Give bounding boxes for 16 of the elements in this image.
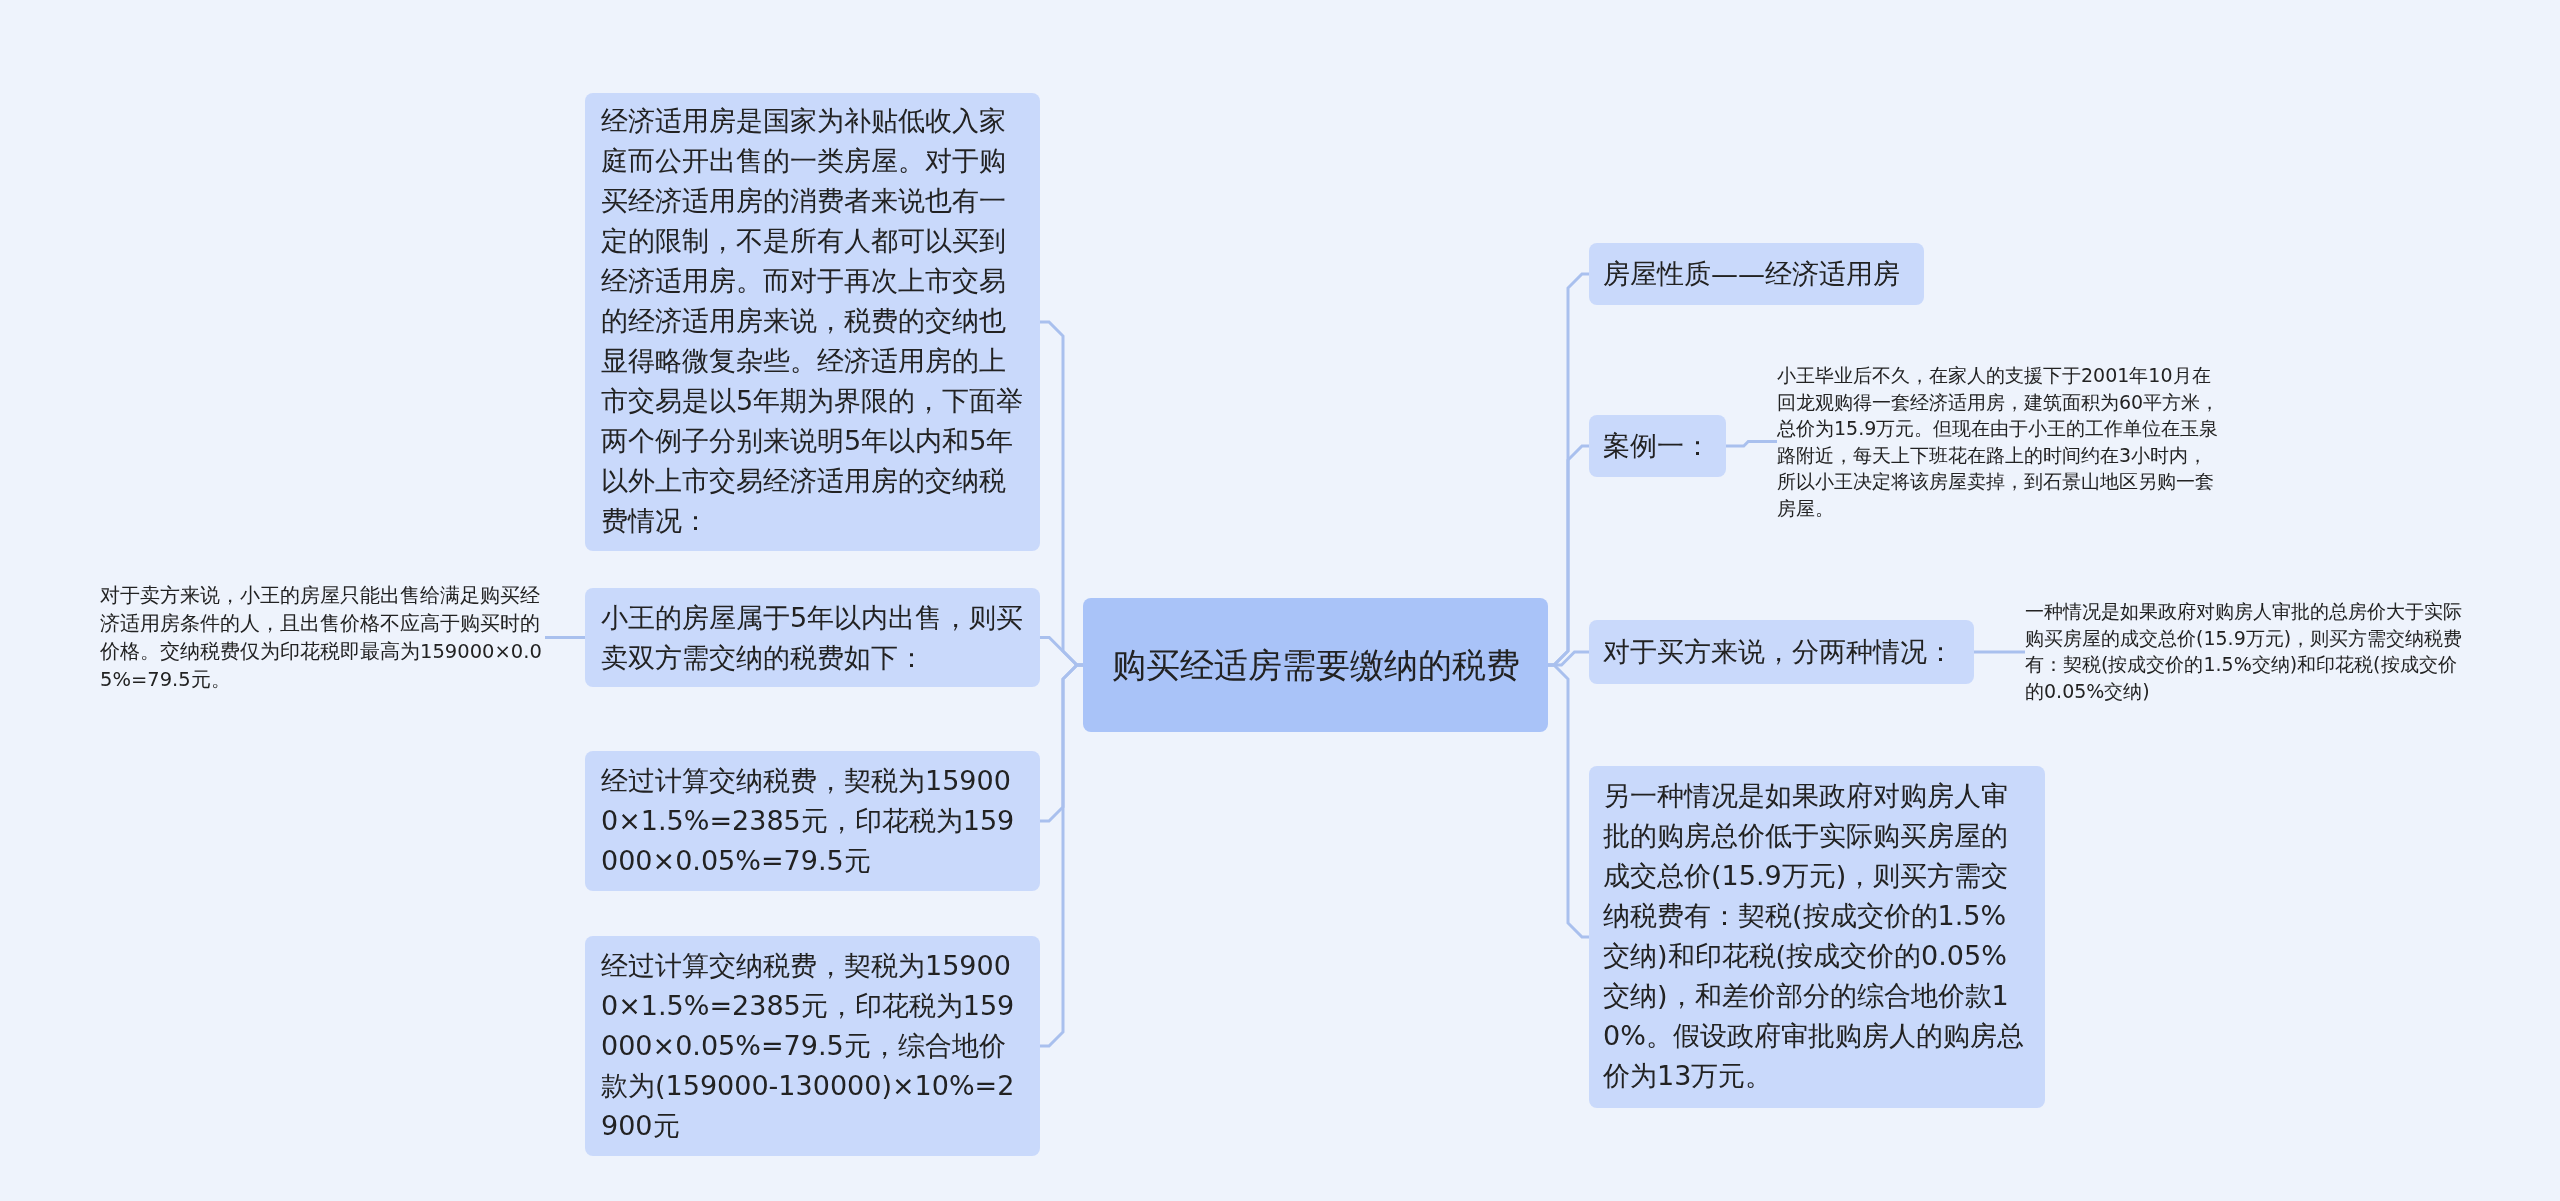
- topic-node: 经过计算交纳税费，契税为159000×1.5%=2385元，印花税为159000×0.05%=79.5元: [585, 751, 1040, 891]
- connector-line: [545, 636, 585, 639]
- note-text: 一种情况是如果政府对购房人审批的总房价大于实际购买房屋的成交总价(15.9万元)，则买方需交纳税费有：契税(按成交价的1.5%交纳)和印花税(按成交价的0.05%交纳): [2025, 598, 2470, 704]
- connector-line: [1726, 440, 1777, 448]
- topic-node: 房屋性质——经济适用房: [1589, 243, 1924, 305]
- connector-line: [1974, 650, 2025, 654]
- topic-node: 小王的房屋属于5年以内出售，则买卖双方需交纳的税费如下：: [585, 588, 1040, 687]
- note-text: 对于卖方来说，小王的房屋只能出售给满足购买经济适用房条件的人，且出售价格不应高于购买时的价格。交纳税费仅为印花税即最高为159000×0.05%=79.5元。: [100, 582, 545, 694]
- note-text: 小王毕业后不久，在家人的支援下于2001年10月在回龙观购得一套经济适用房，建筑面积为60平方米，总价为15.9万元。但现在由于小王的工作单位在玉泉路附近，每天上下班花在路上的时间约在3小时内，所以小王决定将该房屋卖掉，到石景山地区另购一套房屋。: [1777, 362, 2222, 521]
- topic-node: 对于买方来说，分两种情况：: [1589, 620, 1974, 684]
- topic-node: 另一种情况是如果政府对购房人审批的购房总价低于实际购买房屋的成交总价(15.9万元)，则买方需交纳税费有：契税(按成交价的1.5%交纳)和印花税(按成交价的0.05%交纳)，和差价部分的综合地价款10%。假设政府审批购房人的购房总价为13万元。: [1589, 766, 2045, 1108]
- connector-line: [1040, 663, 1083, 1048]
- central-topic: 购买经适房需要缴纳的税费: [1083, 598, 1548, 732]
- topic-node: 经济适用房是国家为补贴低收入家庭而公开出售的一类房屋。对于购买经济适用房的消费者来说也有一定的限制，不是所有人都可以买到经济适用房。而对于再次上市交易的经济适用房来说，税费的交纳也显得略微复杂些。经济适用房的上市交易是以5年期为界限的，下面举两个例子分别来说明5年以内和5年以外上市交易经济适用房的交纳税费情况：: [585, 93, 1040, 551]
- topic-node: 案例一：: [1589, 415, 1726, 477]
- topic-node: 经过计算交纳税费，契税为159000×1.5%=2385元，印花税为159000×0.05%=79.5元，综合地价款为(159000-130000)×10%=2900元: [585, 936, 1040, 1156]
